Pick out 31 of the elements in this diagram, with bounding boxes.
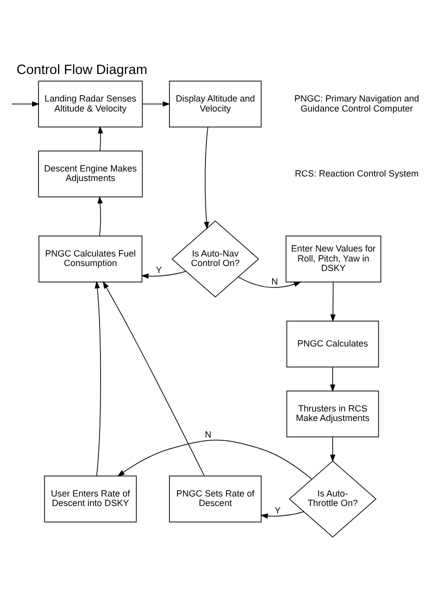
label: RCS: Reaction Control System — [294, 168, 419, 178]
label: PNGC: Primary Navigation and Guidance Control Computer — [294, 93, 420, 114]
node-diamond: Is Auto-Throttle On? — [288, 460, 376, 538]
arrow — [330, 366, 336, 392]
node-box: Display Altitude and Velocity — [169, 80, 262, 128]
arrow — [142, 101, 170, 107]
arrow — [98, 126, 104, 152]
arrow — [141, 271, 186, 279]
arrow — [98, 196, 103, 236]
arrow — [260, 511, 304, 519]
arrow — [117, 440, 312, 480]
edge-label: Y — [156, 265, 162, 276]
arrow — [330, 436, 336, 462]
edge-label: N — [204, 430, 212, 440]
node-box: Enter New Values for Roll, Pitch, Yaw in DSKY — [286, 236, 382, 282]
arrow — [330, 282, 336, 322]
node-box: PNGC Sets Rate of Descent — [169, 476, 262, 522]
node-box: Landing Radar Senses Altitude & Velocity — [38, 80, 143, 128]
node-box: Descent Engine Makes Adjustments — [38, 150, 143, 198]
arrow — [102, 281, 205, 476]
edge-label: Y — [274, 505, 281, 516]
diagram-title: Control Flow Diagram — [16, 62, 148, 77]
arrow — [204, 126, 210, 230]
arrow — [94, 280, 101, 476]
node-box: Thrusters in RCS Make Adjustments — [286, 390, 379, 438]
node-box: User Enters Rate of Descent into DSKY — [44, 476, 137, 522]
edge-label: N — [271, 276, 278, 287]
node-box: PNGC Calculates — [286, 320, 379, 368]
arrow — [11, 101, 40, 107]
node-box: PNGC Calculates Fuel Consumption — [38, 236, 142, 282]
arrow — [238, 276, 302, 288]
